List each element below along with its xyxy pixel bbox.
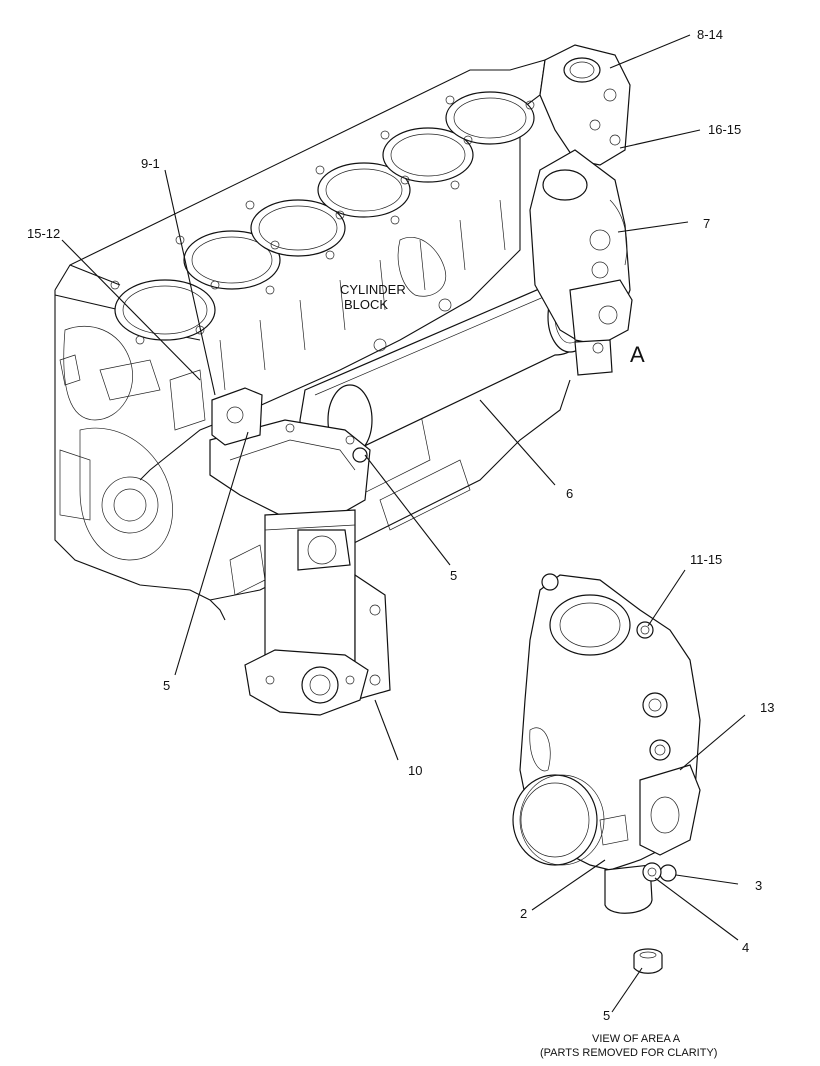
- cylinder-block: [54, 59, 571, 621]
- area-a-connection: [569, 279, 633, 376]
- callout-7: 7: [703, 216, 710, 231]
- callout-2: 2: [520, 906, 527, 921]
- cylinder-bore-3: [250, 199, 346, 257]
- callout-11-15: 11-15: [690, 552, 722, 567]
- callout-13: 13: [760, 700, 774, 715]
- callout-15-12: 15-12: [27, 226, 60, 241]
- leader-lines: [61, 34, 746, 1013]
- view-caption-line1: VIEW OF AREA A: [592, 1033, 681, 1045]
- view-caption-line2: (PARTS REMOVED FOR CLARITY): [540, 1047, 717, 1059]
- callout-6: 6: [566, 486, 573, 501]
- callout-5-left: 5: [163, 678, 170, 693]
- callout-10: 10: [408, 763, 422, 778]
- callout-3: 3: [755, 878, 762, 893]
- callout-9-1: 9-1: [141, 156, 160, 171]
- cylinder-block-label-line1: CYLINDER: [340, 282, 406, 297]
- cylinder-bore-5: [382, 127, 474, 183]
- cylinder-bore-6: [445, 91, 535, 145]
- cylinder-block-label-line2: BLOCK: [344, 297, 388, 312]
- cylinder-bore-2: [183, 230, 281, 290]
- detail-view-area-a: [512, 573, 701, 974]
- cylinder-bore-1: [114, 279, 216, 341]
- filter-base-9-1: [211, 387, 263, 446]
- callout-8-14: 8-14: [697, 27, 723, 42]
- water-outlet-housing: [539, 44, 631, 166]
- callout-4: 4: [742, 940, 749, 955]
- callout-16-15: 16-15: [708, 122, 741, 137]
- callout-5-bottom: 5: [603, 1008, 610, 1023]
- filter-canister: [264, 509, 356, 691]
- callout-5-center: 5: [450, 568, 457, 583]
- canister-bottom-clamp: [244, 649, 369, 716]
- area-a-marker: A: [630, 342, 645, 367]
- cylinder-bore-4: [317, 162, 411, 218]
